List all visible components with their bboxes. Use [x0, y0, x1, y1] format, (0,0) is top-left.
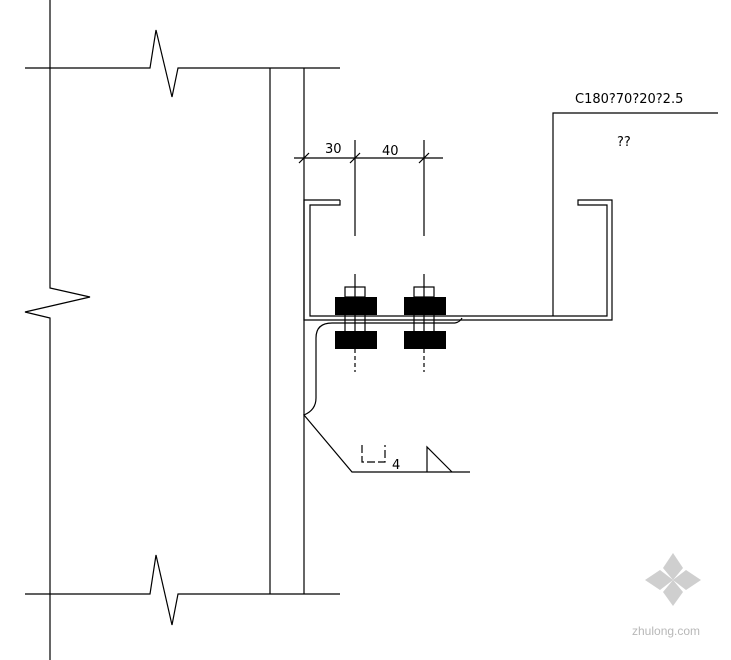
- material-label: ??: [617, 135, 631, 150]
- watermark-text: zhulong.com: [632, 624, 700, 638]
- dimension-line: [294, 140, 443, 236]
- dimension-label-30: 30: [325, 142, 342, 157]
- dimension-label-40: 40: [382, 144, 399, 159]
- c-channel-outer: [303, 199, 613, 321]
- bolt-1: [335, 274, 377, 372]
- section-label: C180?70?20?2.5: [575, 92, 683, 107]
- bolt-2: [404, 274, 446, 372]
- weld-symbol: [361, 445, 453, 473]
- watermark-logo-icon: [645, 553, 701, 606]
- top-break-line: [25, 29, 340, 98]
- section-leader: [552, 112, 718, 316]
- bottom-break-line: [25, 554, 340, 626]
- left-break-line: [24, 0, 91, 660]
- weld-size-label: 4: [392, 458, 400, 473]
- bracket-plate: [303, 317, 470, 473]
